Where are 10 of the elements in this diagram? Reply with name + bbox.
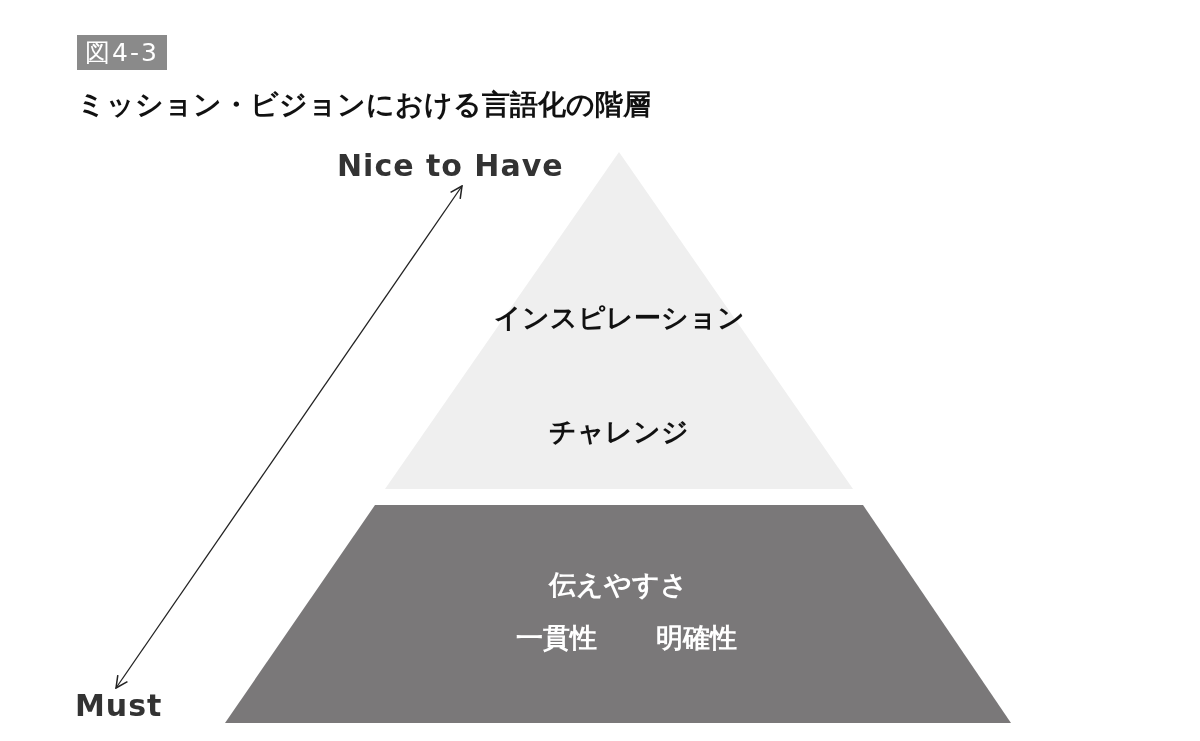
- diagram-title: ミッション・ビジョンにおける言語化の階層: [77, 87, 651, 123]
- tier-text: 明確性: [655, 621, 737, 655]
- tier-text: 一貫性: [515, 621, 597, 655]
- tier-text: インスピレーション: [492, 301, 746, 335]
- tier-text: チャレンジ: [548, 415, 690, 449]
- axis-end-label: Must: [75, 688, 170, 726]
- figure-number: 図4-3: [77, 35, 167, 70]
- tier-text: 伝えやすさ: [547, 568, 689, 602]
- double-headed-arrow: [115, 185, 463, 689]
- axis-end-label: Nice to Have: [337, 148, 577, 186]
